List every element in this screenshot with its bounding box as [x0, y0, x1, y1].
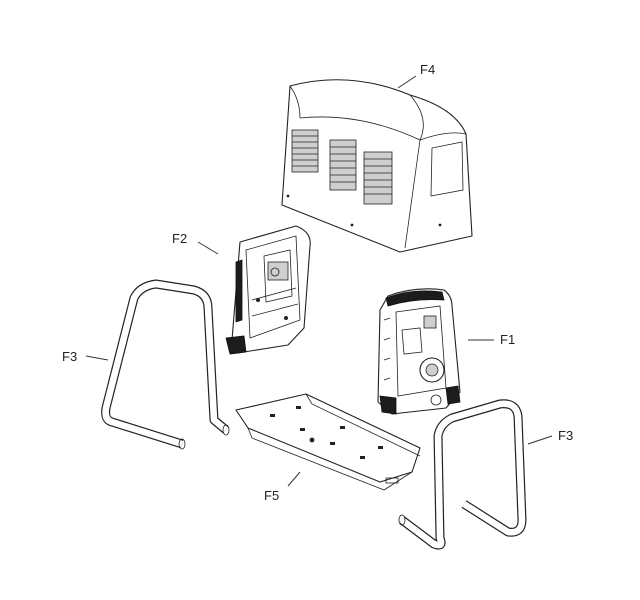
leader-line-f4	[397, 75, 417, 89]
part-f3-left-handle	[101, 279, 230, 450]
part-f4-top-cover	[281, 79, 473, 253]
part-f1-front-panel	[377, 288, 461, 415]
part-f2-rear-panel	[225, 225, 311, 355]
part-f3-right-handle	[398, 399, 527, 550]
label-f1: F1	[500, 332, 515, 347]
label-f2: F2	[172, 231, 187, 246]
leader-line-f3-left	[85, 355, 109, 361]
label-f4: F4	[420, 62, 435, 77]
label-f3-right: F3	[558, 428, 573, 443]
plate-holes	[270, 406, 383, 459]
label-f3-left: F3	[62, 349, 77, 364]
cover-vent-group	[291, 129, 393, 205]
part-f5-base-plate	[235, 393, 421, 491]
label-f5: F5	[264, 488, 279, 503]
leader-line-f3-right	[527, 435, 553, 445]
leader-line-f5	[287, 471, 301, 487]
leader-line-f2	[197, 241, 219, 255]
